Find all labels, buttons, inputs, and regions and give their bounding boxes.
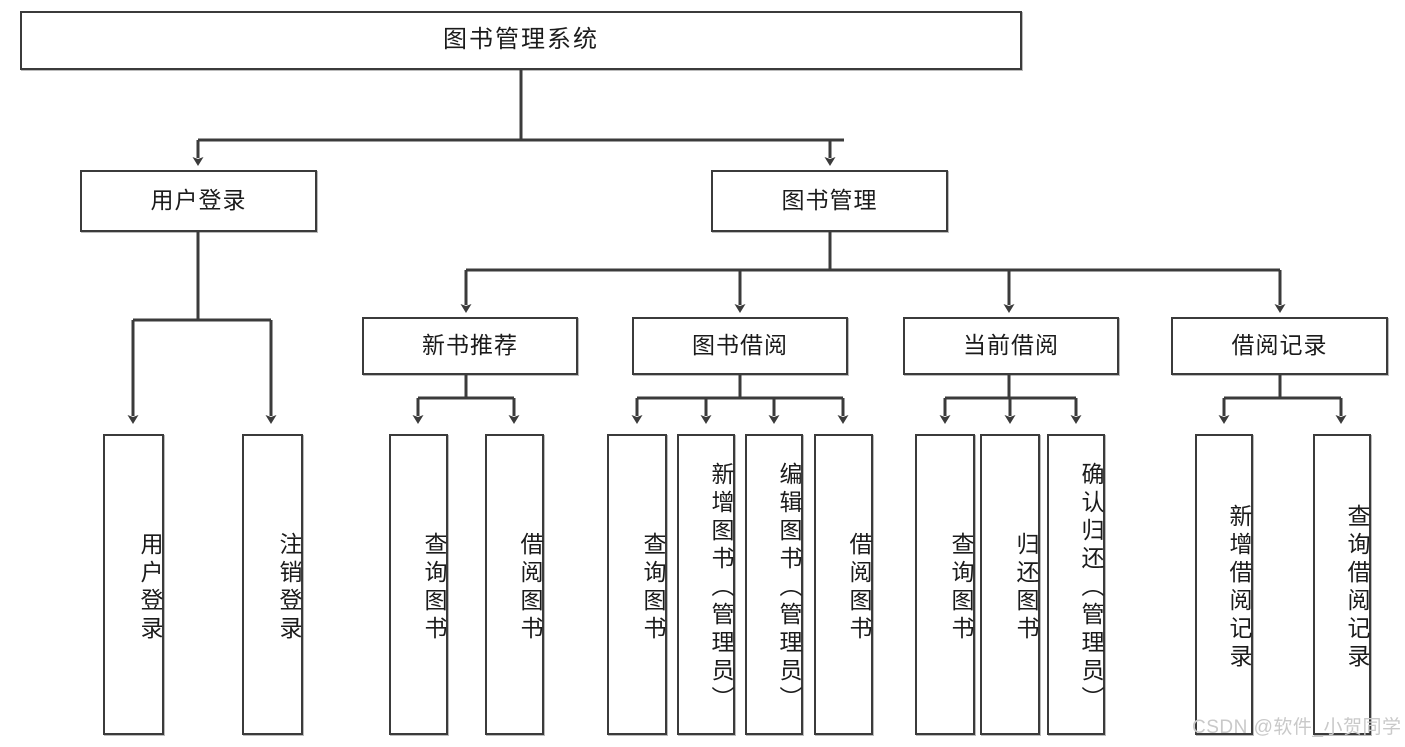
node-borrow-record[interactable]: 借阅记录 bbox=[1171, 317, 1388, 375]
node-user-login[interactable]: 用户登录 bbox=[80, 170, 317, 232]
node-leaf-confirm-return[interactable]: 确认归还（管理员） bbox=[1047, 434, 1105, 735]
node-leaf-add-record[interactable]: 新增借阅记录 bbox=[1195, 434, 1253, 735]
watermark-text: CSDN @软件_小贺同学 bbox=[1192, 717, 1402, 738]
node-leaf-query-book-3-label: 查询图书 bbox=[948, 531, 974, 644]
node-leaf-edit-book-label: 编辑图书（管理员） bbox=[776, 461, 802, 714]
node-leaf-borrow-book-2-label: 借阅图书 bbox=[846, 531, 872, 644]
node-leaf-add-book-label: 新增图书（管理员） bbox=[708, 461, 734, 714]
node-leaf-user-login[interactable]: 用户登录 bbox=[103, 434, 164, 735]
node-leaf-confirm-return-label: 确认归还（管理员） bbox=[1078, 461, 1104, 714]
node-book-borrow-label: 图书借阅 bbox=[692, 332, 788, 359]
node-leaf-borrow-book-2[interactable]: 借阅图书 bbox=[814, 434, 873, 735]
node-book-manage-label: 图书管理 bbox=[781, 187, 878, 214]
node-leaf-edit-book[interactable]: 编辑图书（管理员） bbox=[745, 434, 803, 735]
node-root-system[interactable]: 图书管理系统 bbox=[20, 11, 1022, 70]
node-leaf-borrow-book-1[interactable]: 借阅图书 bbox=[485, 434, 544, 735]
node-new-book-recommend-label: 新书推荐 bbox=[422, 332, 518, 359]
node-leaf-query-book-1-label: 查询图书 bbox=[421, 531, 447, 644]
node-leaf-return-book-label: 归还图书 bbox=[1013, 531, 1039, 644]
node-leaf-query-book-2-label: 查询图书 bbox=[640, 531, 666, 644]
node-leaf-logout-login-label: 注销登录 bbox=[276, 531, 302, 644]
node-leaf-add-record-label: 新增借阅记录 bbox=[1226, 503, 1252, 672]
node-current-borrow-label: 当前借阅 bbox=[963, 332, 1059, 359]
node-leaf-query-book-2[interactable]: 查询图书 bbox=[607, 434, 667, 735]
node-leaf-query-book-3[interactable]: 查询图书 bbox=[915, 434, 975, 735]
node-leaf-query-record[interactable]: 查询借阅记录 bbox=[1313, 434, 1371, 735]
node-leaf-borrow-book-1-label: 借阅图书 bbox=[517, 531, 543, 644]
node-new-book-recommend[interactable]: 新书推荐 bbox=[362, 317, 578, 375]
node-borrow-record-label: 借阅记录 bbox=[1231, 332, 1328, 359]
node-user-login-label: 用户登录 bbox=[150, 187, 247, 214]
node-leaf-query-record-label: 查询借阅记录 bbox=[1344, 503, 1370, 672]
node-leaf-user-login-label: 用户登录 bbox=[137, 531, 163, 644]
node-leaf-logout-login[interactable]: 注销登录 bbox=[242, 434, 303, 735]
node-leaf-return-book[interactable]: 归还图书 bbox=[980, 434, 1040, 735]
node-book-borrow[interactable]: 图书借阅 bbox=[632, 317, 848, 375]
node-leaf-query-book-1[interactable]: 查询图书 bbox=[389, 434, 448, 735]
node-current-borrow[interactable]: 当前借阅 bbox=[903, 317, 1119, 375]
node-root-system-label: 图书管理系统 bbox=[443, 26, 599, 54]
node-leaf-add-book[interactable]: 新增图书（管理员） bbox=[677, 434, 735, 735]
node-book-manage[interactable]: 图书管理 bbox=[711, 170, 948, 232]
